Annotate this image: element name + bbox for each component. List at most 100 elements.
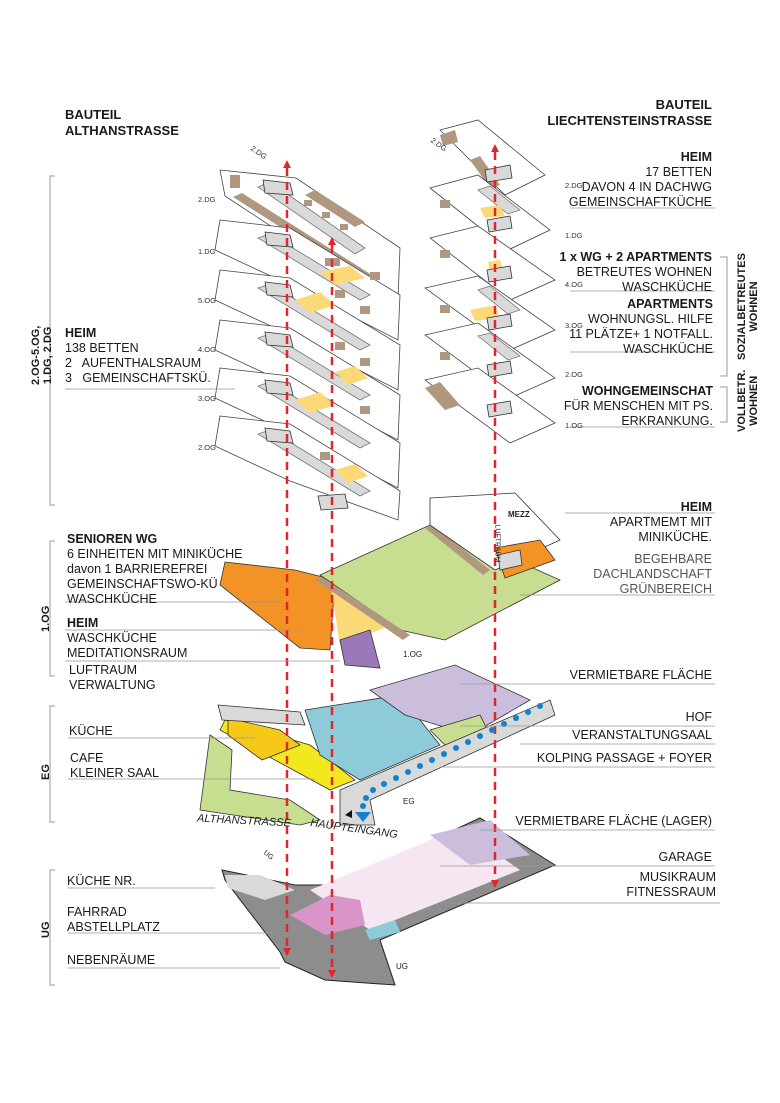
label-senioren-wg-line4: WASCHKÜCHE — [67, 592, 157, 606]
floor-plate-1dg-right — [429, 174, 551, 251]
label-heim-liechtenstein-title: HEIM — [680, 150, 712, 164]
entrance-arrow-icon — [355, 812, 371, 822]
floor-tag-right-1og: 1.OG — [565, 421, 583, 430]
bracket-left-upper — [49, 175, 55, 506]
verwaltung-area — [339, 629, 381, 669]
plate-tag-luftraum: LUFTRAUM — [493, 524, 501, 563]
label-heim-althan: HEIM 138 BETTEN 2 AUFENTHALSRAUM 3 GEMEI… — [65, 326, 211, 386]
bracket-label-ug: UG — [40, 921, 52, 939]
header-right-line1: BAUTEIL — [655, 97, 712, 112]
label-musikraum: MUSIKRAUM FITNESSRAUM — [626, 870, 716, 900]
right-tower-floors — [424, 119, 556, 444]
entrance-path — [355, 703, 543, 822]
label-heim-mezz: HEIM APARTMEMT MIT MINIKÜCHE. — [610, 500, 712, 545]
bracket-label-left-upper-line1: 2.OG-5.OG, — [30, 325, 42, 385]
label-musikraum-line1: MUSIKRAUM — [639, 870, 716, 884]
bracket-right-upper — [720, 256, 728, 377]
bracket-label-right-lower-line1: VOLLBETR. — [736, 369, 748, 432]
label-fahrrad: FAHRRAD ABSTELLPLATZ — [67, 905, 160, 935]
floor-plate-2dg-right — [439, 119, 546, 196]
label-wohngemeinschaft-line2: ERKRANKUNG. — [621, 414, 713, 428]
floor-tag-right-2dg: 2.DG — [565, 181, 583, 190]
label-hof: HOF — [685, 710, 712, 724]
label-dachlandschaft-line2: DACHLANDSCHAFT — [593, 567, 712, 581]
bracket-label-left-upper: 2.OG-5.OG, 1.DG, 2.DG — [30, 326, 54, 385]
label-fahrrad-line2: ABSTELLPLATZ — [67, 920, 160, 934]
label-apartments-title: APARTMENTS — [627, 297, 713, 311]
section-brackets — [49, 175, 728, 986]
label-heim-mezz-line2: MINIKÜCHE. — [638, 530, 712, 544]
label-garage: GARAGE — [658, 850, 713, 864]
senioren-wg-area — [219, 561, 336, 651]
bracket-right-lower — [720, 386, 728, 423]
label-wohngemeinschaft: WOHNGEMEINSCHAT FÜR MENSCHEN MIT PS. ERK… — [564, 384, 713, 429]
lager-area — [430, 820, 530, 865]
label-dachlandschaft-line3: GRÜNBEREICH — [619, 582, 712, 596]
label-dachlandschaft: BEGEHBARE DACHLANDSCHAFT GRÜNBEREICH — [593, 552, 712, 597]
passage-area — [339, 699, 556, 826]
left-tower-floors — [214, 169, 401, 521]
bracket-label-right-upper-line2: WOHNEN — [748, 281, 760, 332]
floor-tag-left-2dg: 2.DG — [198, 195, 216, 204]
bracket-label-eg: EG — [40, 764, 52, 780]
label-apartments: APARTMENTS WOHNUNGSL. HILFE 11 PLÄTZE+ 1… — [569, 297, 713, 357]
label-fahrrad-line1: FAHRRAD — [67, 905, 127, 919]
label-luftraum-line2: VERWALTUNG — [69, 678, 156, 692]
label-heim-mezz-line1: APARTMEMT MIT — [609, 515, 712, 529]
bracket-left-eg — [49, 705, 55, 823]
label-kolping-passage: KOLPING PASSAGE + FOYER — [536, 751, 712, 765]
bracket-label-right-upper: SOZIALBETREUTES WOHNEN — [736, 253, 760, 360]
bracket-left-1og — [49, 540, 55, 677]
floor-tag-right-4og: 4.OG — [565, 280, 583, 289]
label-heim-1og: HEIM WASCHKÜCHE MEDITATIONSRAUM — [67, 616, 187, 661]
floor-plate-1og-right — [424, 367, 556, 444]
leader-lines — [65, 207, 720, 969]
bracket-label-right-lower: VOLLBETR. WOHNEN — [736, 370, 760, 432]
label-luftraum-line1: LUFTRAUM — [69, 663, 138, 677]
bracket-left-ug — [49, 869, 55, 986]
label-heim-liechtenstein-line2: DAVON 4 IN DACHWG — [581, 180, 712, 194]
bracket-label-1og: 1.OG — [40, 605, 52, 632]
vertical-circulation-axes — [285, 152, 497, 970]
label-senioren-wg: SENIOREN WG 6 EINHEITEN MIT MINIKÜCHE da… — [67, 532, 242, 607]
label-senioren-wg-title: SENIOREN WG — [67, 532, 158, 546]
vermietbare-flaeche-area — [369, 664, 531, 736]
floor-plate-eg — [199, 664, 556, 826]
label-wg-apartments: 1 x WG + 2 APARTMENTS BETREUTES WOHNEN W… — [560, 250, 712, 295]
label-senioren-wg-line1: 6 EINHEITEN MIT MINIKÜCHE — [67, 547, 243, 561]
label-luftraum: LUFTRAUM VERWALTUNG — [69, 663, 156, 693]
header-left-line2: ALTHANSTRASSE — [65, 123, 179, 138]
label-apartments-line1: WOHNUNGSL. HILFE — [587, 312, 713, 326]
fahrrad-area — [290, 895, 365, 935]
label-wg-apartments-line2: WASCHKÜCHE — [622, 280, 712, 294]
label-cafe-line1: CAFE — [70, 751, 104, 765]
kueche-area — [227, 717, 301, 761]
bracket-label-left-upper-line2: 1.DG, 2.DG — [42, 326, 54, 385]
label-cafe-line2: KLEINER SAAL — [70, 766, 159, 780]
bracket-label-right-lower-line2: WOHNEN — [748, 375, 760, 426]
plate-tag-1og: 1.OG — [403, 650, 423, 659]
label-apartments-line2: 11 PLÄTZE+ 1 NOTFALL. — [569, 327, 713, 341]
label-heim-mezz-title: HEIM — [680, 500, 712, 514]
label-heim-althan-line2: 2 AUFENTHALSRAUM — [65, 356, 202, 370]
label-heim-althan-line1: 138 BETTEN — [65, 341, 139, 355]
label-kueche-nr: KÜCHE NR. — [67, 874, 136, 888]
label-apartments-line3: WASCHKÜCHE — [623, 342, 713, 356]
label-vermietbare-flaeche: VERMIETBARE FLÄCHE — [569, 668, 712, 682]
label-heim-liechtenstein-line3: GEMEINSCHAFTKÜCHE — [568, 195, 712, 209]
floor-tag-left-3og: 3.OG — [198, 394, 216, 403]
floor-tag-right-3og: 3.OG — [565, 321, 583, 330]
label-dachlandschaft-line1: BEGEHBARE — [634, 552, 712, 566]
label-heim-1og-line2: MEDITATIONSRAUM — [67, 646, 188, 660]
plate-tag-eg: EG — [403, 797, 415, 806]
label-senioren-wg-line3: GEMEINSCHAFTSWO-KÜ — [67, 577, 218, 591]
header-left-line1: BAUTEIL — [65, 107, 122, 122]
label-heim-althan-line3: 3 GEMEINSCHAFTSKÜ. — [65, 371, 211, 385]
label-musikraum-line2: FITNESSRAUM — [626, 885, 716, 899]
label-heim-1og-line1: WASCHKÜCHE — [67, 631, 157, 645]
label-wohngemeinschaft-title: WOHNGEMEINSCHAT — [581, 384, 713, 398]
north-marker-icon — [345, 810, 352, 818]
label-heim-althan-title: HEIM — [65, 326, 97, 340]
label-kueche: KÜCHE — [69, 724, 113, 738]
